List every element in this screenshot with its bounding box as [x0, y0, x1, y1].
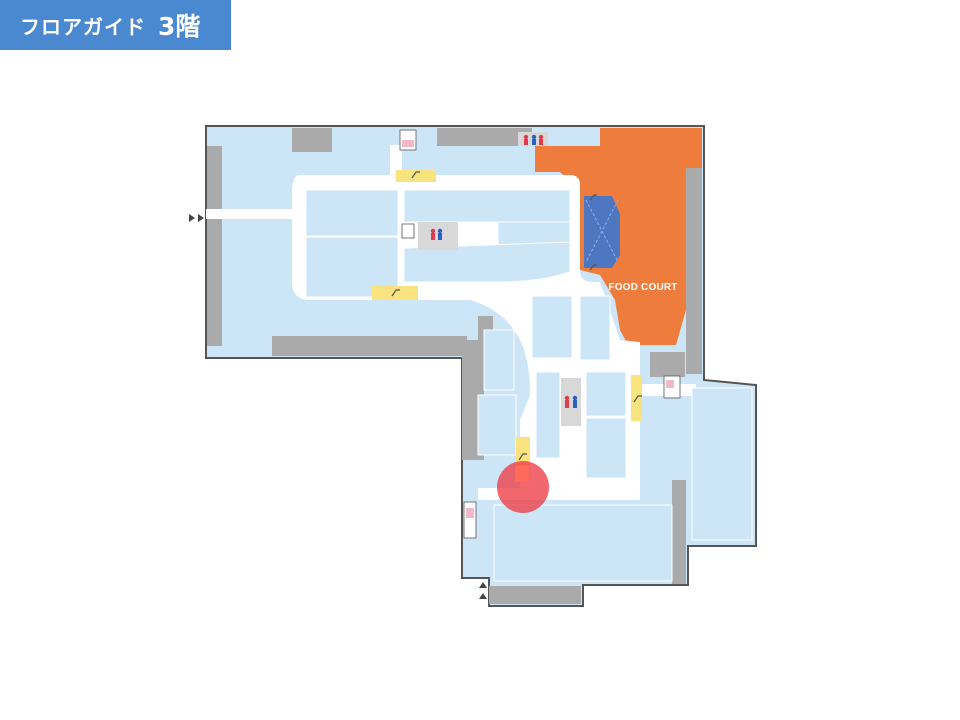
restroom-icon [523, 134, 529, 140]
page-title: フロアガイド [20, 14, 146, 39]
restroom-icon [437, 228, 443, 234]
escalator-symbol [518, 453, 527, 461]
escalator-symbol [411, 171, 420, 179]
restroom-icon [572, 395, 578, 401]
restroom-icon [430, 228, 436, 234]
escalator-symbol [391, 289, 400, 297]
stairs [399, 129, 681, 539]
escalator-icon [516, 437, 530, 465]
stairs-icon [666, 380, 674, 388]
floor-number: 3階 [158, 12, 201, 41]
restrooms [418, 132, 581, 426]
service-areas [207, 128, 702, 604]
entrance-arrow-icon [479, 593, 487, 599]
escalator-symbol [589, 194, 597, 201]
stairs-icon [402, 140, 414, 147]
restroom-icon [538, 134, 544, 140]
entrance-arrow-icon [189, 214, 195, 222]
entrances [189, 214, 487, 599]
stairs-icon [466, 508, 474, 518]
escalator-symbol [633, 395, 642, 403]
restroom-icon [564, 395, 570, 401]
restroom-icon [531, 134, 537, 140]
escalator-symbol [589, 264, 597, 271]
food-court-label: FOOD COURT [608, 282, 678, 293]
current-location-marker [497, 461, 549, 513]
escalator-icon [372, 286, 418, 300]
floor-guide-header: フロアガイド 3階 [0, 0, 231, 50]
escalator-icon [396, 170, 436, 182]
entrance-arrow-icon [479, 582, 487, 588]
entrance-arrow-icon [198, 214, 204, 222]
inner-shops [305, 189, 753, 582]
food-court-atrium [584, 196, 620, 268]
stairs-icon [401, 223, 415, 239]
